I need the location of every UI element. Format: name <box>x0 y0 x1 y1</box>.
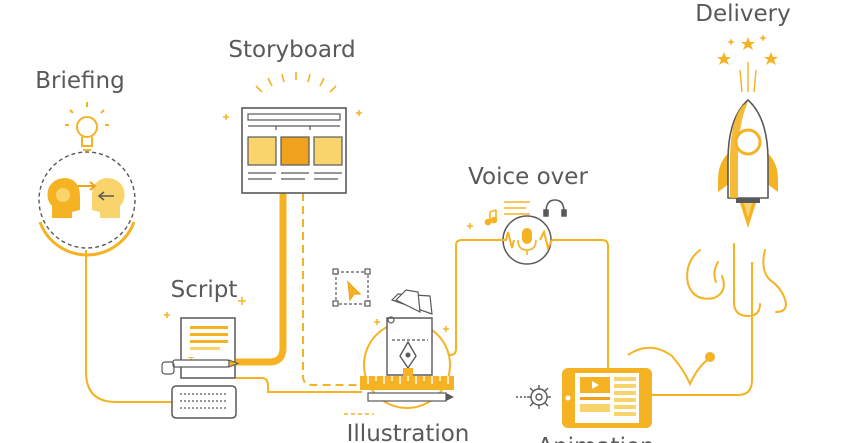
two-heads-icon <box>47 178 125 218</box>
spark-lines-icon <box>739 62 757 93</box>
sparkle-icon <box>164 297 246 318</box>
stage-label-script: Script <box>171 277 238 303</box>
pen-nib-icon <box>386 316 433 376</box>
connector-animation-delivery <box>652 262 753 396</box>
wave-icon <box>500 229 553 251</box>
stage-label-voice-over: Voice over <box>468 164 588 190</box>
stage-animation: Animation <box>516 368 655 443</box>
connector-storyboard-illustration <box>302 193 362 386</box>
stage-label-briefing: Briefing <box>35 68 124 94</box>
connector-swirl <box>627 346 711 387</box>
lightbulb-icon <box>65 102 109 151</box>
stage-delivery: Delivery <box>686 1 791 318</box>
stage-script: Script T <box>161 277 246 419</box>
paper-fan-icon <box>390 289 433 315</box>
stage-label-illustration: Illustration <box>347 421 470 443</box>
smoke-swirl-icon <box>686 243 788 318</box>
selection-cursor-icon <box>332 268 371 307</box>
music-note-icon <box>484 209 498 226</box>
stage-label-animation: Animation <box>537 434 654 443</box>
stage-briefing: Briefing <box>35 68 136 257</box>
tablet-video-icon <box>562 368 652 428</box>
stage-label-delivery: Delivery <box>695 1 790 27</box>
sound-lines-icon <box>504 201 530 215</box>
connector-storyboard-script <box>236 193 287 366</box>
sparkle-icon <box>467 223 473 229</box>
microphone-icon <box>517 228 537 255</box>
document-pen-icon: T <box>161 317 240 379</box>
keyboard-icon <box>171 385 237 419</box>
stage-voice-over: Voice over <box>467 164 588 265</box>
connector-illustration-voice <box>440 239 500 356</box>
sparkle-icon <box>374 319 449 332</box>
sparkle-icon <box>223 110 362 120</box>
process-connectors <box>85 193 753 403</box>
briefing-circle <box>38 151 136 249</box>
stage-storyboard: Storyboard <box>223 37 362 194</box>
rays-icon <box>255 72 337 93</box>
storyboard-icon <box>241 107 347 194</box>
connector-voice-animation <box>552 239 609 383</box>
connector-briefing-script <box>85 250 172 403</box>
stars-icon <box>717 34 778 65</box>
stage-label-storyboard: Storyboard <box>228 37 355 63</box>
stage-illustration: Illustration <box>332 268 470 443</box>
rocket-icon <box>718 98 778 228</box>
headphones-icon <box>543 199 567 217</box>
connector-dot <box>705 352 715 362</box>
ruler-icon <box>344 376 454 415</box>
connector-script-illustration <box>236 377 362 393</box>
gear-icon <box>516 385 551 409</box>
